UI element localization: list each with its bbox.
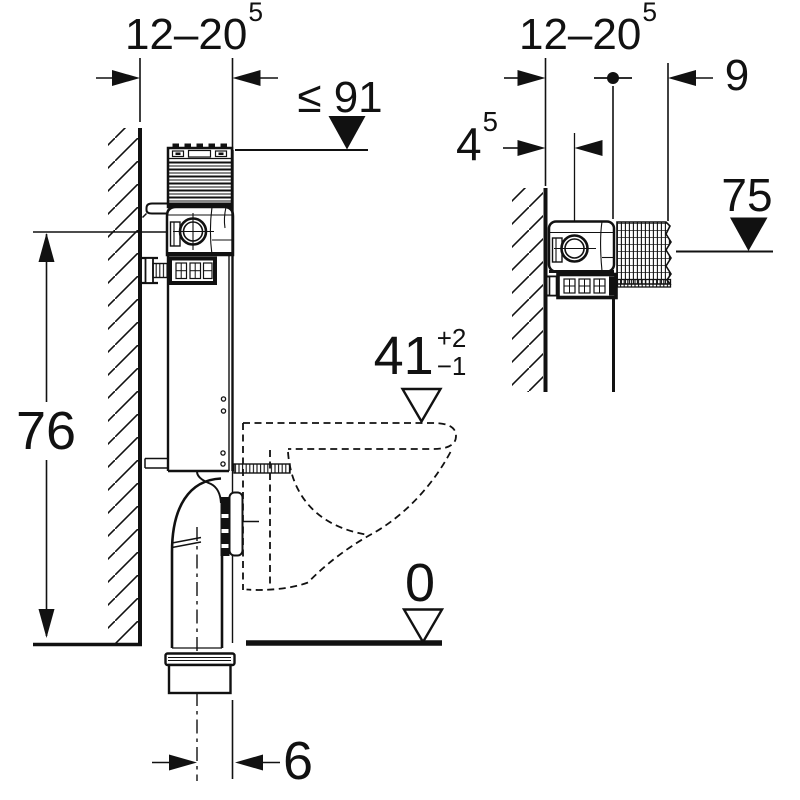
tolerance-plus: +2 (436, 322, 467, 353)
arrowhead-up (38, 233, 55, 262)
box-ribs (168, 161, 232, 202)
mounting-bracket-right (547, 272, 618, 300)
rear-wall-section (33, 128, 142, 647)
label-pan-connection-height: 41+2−1 (373, 322, 467, 386)
arrowhead-left (668, 70, 696, 86)
pipe-sleeve (164, 652, 236, 695)
arrowhead-right (169, 754, 197, 771)
left-view (33, 58, 457, 781)
level-triangle-open-0 (401, 608, 445, 645)
label-actuator-height: 75 (721, 169, 773, 221)
level-actuator-height (676, 217, 773, 253)
outlet-connector (220, 497, 230, 556)
label-outlet-offset: 6 (282, 731, 314, 791)
right-view (503, 58, 773, 392)
protection-box (166, 143, 234, 209)
label-pipe-center-offset: 45 (456, 106, 498, 170)
outlet-elbow (170, 471, 259, 781)
level-triangle-filled (730, 217, 768, 251)
threaded-rod-right (616, 278, 672, 288)
level-triangle-open-41 (400, 387, 443, 424)
flush-bend-housing (141, 202, 235, 257)
front-wall-masonry (616, 221, 672, 285)
arrowhead-left (574, 140, 603, 156)
dot-terminator (607, 72, 619, 84)
arrowhead-left (235, 754, 263, 771)
wall-clip (145, 202, 168, 215)
label-flush-bend-height: 76 (15, 401, 77, 461)
connector-sleeve (228, 491, 244, 557)
dim-flush-bend-height (33, 231, 167, 638)
dim-wall-offset-left (96, 58, 278, 150)
bottom-foot (144, 457, 168, 469)
dim-outlet-offset (152, 700, 280, 779)
dim-wall-offset-right (504, 58, 713, 221)
label-floor-level: 0 (404, 553, 436, 613)
arrowhead-right (517, 70, 546, 86)
label-wall-offset-right: 12–205 (518, 0, 658, 59)
label-front-layer-thickness: 9 (724, 51, 750, 100)
pipe-joint-lines (171, 536, 202, 549)
arrowhead-left (232, 70, 261, 86)
tolerance-minus: −1 (436, 351, 467, 381)
arrowhead-right (517, 140, 546, 156)
fixing-holes (220, 396, 227, 467)
arrowhead-right (112, 70, 140, 86)
mounting-bracket-left (141, 256, 217, 285)
arrowhead-down (38, 609, 55, 638)
cistern-plan-box (547, 220, 616, 273)
level-triangle-filled (328, 116, 366, 150)
label-max-frame-height: ≤ 91 (297, 73, 383, 122)
wc-pan-outline (242, 422, 457, 591)
label-wall-offset-left: 12–205 (124, 0, 264, 59)
level-top-frame (235, 116, 368, 151)
rear-wall-section-right (512, 188, 548, 392)
